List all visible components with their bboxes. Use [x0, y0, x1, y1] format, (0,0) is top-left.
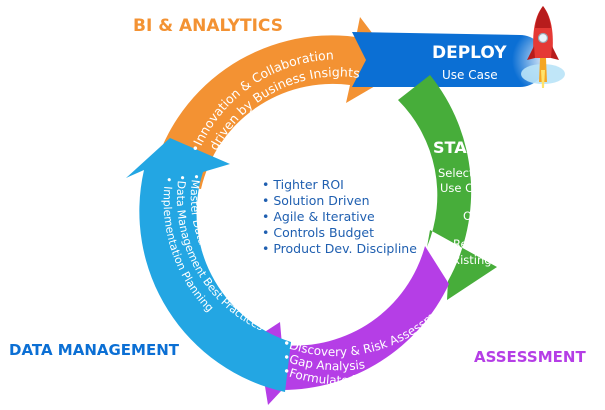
- center-item: • Controls Budget: [262, 225, 374, 240]
- dm-item-text: & Pipelines: [202, 172, 220, 234]
- blue-arrow-segment: [352, 32, 546, 87]
- start-line-1: Select New: [438, 166, 502, 180]
- start-line-2: Use Case: [440, 181, 493, 195]
- start-title: START: [433, 138, 489, 157]
- green-arrow-segment: [398, 75, 497, 300]
- rocket-icon: [512, 6, 580, 94]
- data-management-heading: DATA MANAGEMENT: [9, 341, 180, 359]
- center-item: • Solution Driven: [262, 193, 370, 208]
- center-item: • Agile & Iterative: [262, 209, 375, 224]
- bi-analytics-heading: BI & ANALYTICS: [133, 16, 283, 36]
- start-line-3: Refine: [453, 237, 489, 251]
- deploy-subtitle: Use Case: [442, 68, 498, 82]
- center-item: • Product Dev. Discipline: [262, 241, 417, 256]
- orange-arrow-segment: [151, 17, 401, 189]
- center-item: • Tighter ROI: [262, 177, 344, 192]
- deploy-title: DEPLOY: [432, 43, 507, 63]
- start-or: OR: [463, 209, 480, 223]
- dm-item: & Pipelines: [202, 172, 220, 234]
- cyan-arrow-segment: [126, 138, 291, 392]
- purple-arrow-segment: [257, 246, 449, 405]
- start-line-4: Existing: [446, 253, 492, 267]
- center-benefits-list: • Tighter ROI • Solution Driven • Agile …: [262, 177, 417, 256]
- assessment-heading: ASSESSMENT: [474, 348, 586, 366]
